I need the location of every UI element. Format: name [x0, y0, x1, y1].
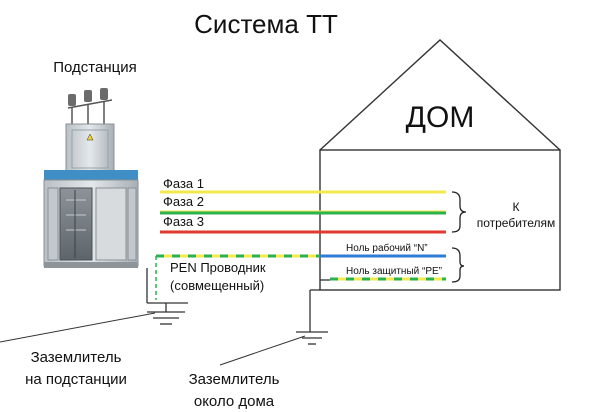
- phase-3-label: Фаза 3: [163, 214, 204, 229]
- pen-label-line2: (совмещенный): [170, 278, 264, 293]
- house-label: ДОМ: [406, 101, 475, 134]
- consumers-label-line2: потребителям: [477, 216, 556, 230]
- house-ground-pointer: [219, 335, 306, 366]
- pen-label-line1: PEN Проводник: [170, 260, 266, 275]
- phase-1-label: Фаза 1: [163, 176, 204, 191]
- substation-illustration: [43, 88, 139, 268]
- substation-ground-label-line2: на подстанции: [25, 371, 127, 388]
- house-ground-symbol: [296, 279, 330, 345]
- house-ground-label-line1: Заземлитель: [189, 371, 280, 388]
- house-ground-label-line2: около дома: [194, 393, 275, 410]
- pen-conductor-wire: [155, 254, 320, 300]
- neutral-bracket: [451, 247, 465, 283]
- house-outline: [319, 39, 561, 291]
- diagram-title: Система TT: [194, 9, 338, 39]
- substation-ground-label-line1: Заземлитель: [31, 349, 122, 366]
- substation-ground-symbol: [146, 268, 188, 325]
- substation-label: Подстанция: [53, 59, 136, 76]
- substation-ground-pointer: [0, 312, 156, 343]
- phase-2-label: Фаза 2: [163, 194, 204, 209]
- neutral-working-label: Ноль рабочий “N”: [346, 242, 428, 254]
- consumers-label-line1: К: [513, 200, 520, 214]
- neutral-protective-label: Ноль защитный “PE”: [346, 266, 442, 277]
- consumers-bracket: [451, 191, 467, 233]
